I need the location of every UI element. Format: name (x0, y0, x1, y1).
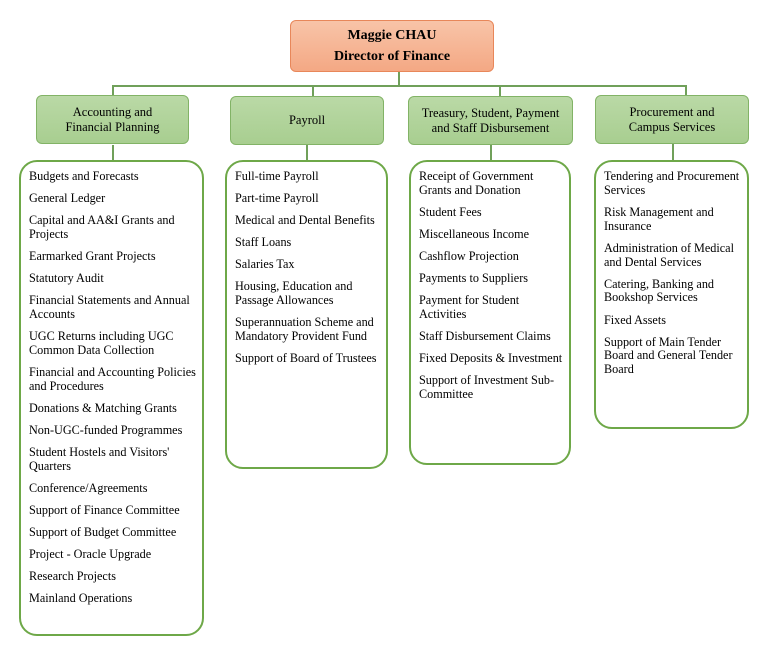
connector-dept-2 (312, 85, 314, 96)
responsibility-item: Superannuation Scheme and Mandatory Prov… (235, 315, 374, 344)
panel-treasury: Receipt of Government Grants and Donatio… (409, 160, 571, 465)
responsibility-item: Catering, Banking and Bookshop Services (604, 276, 715, 305)
responsibility-item: Budgets and Forecasts (29, 169, 139, 183)
responsibility-item: UGC Returns including UGC Common Data Co… (29, 329, 174, 357)
responsibility-item: Capital and AA&I Grants and Projects (29, 213, 175, 241)
responsibility-item: Payments to Suppliers (419, 271, 529, 286)
dept-payroll: Payroll (230, 96, 384, 145)
dept-treasury: Treasury, Student, Payment and Staff Dis… (408, 96, 573, 145)
responsibility-item: Tendering and Procurement Services (604, 169, 740, 197)
dept-label: Treasury, Student, Payment and Staff Dis… (421, 105, 560, 135)
responsibility-item: Student Fees (419, 204, 482, 219)
connector-panel-3 (490, 145, 492, 161)
responsibility-item: General Ledger (29, 191, 106, 206)
responsibility-item: Fixed Deposits & Investment (419, 351, 563, 366)
responsibility-item: Staff Disbursement Claims (419, 329, 551, 344)
responsibility-item: Salaries Tax (235, 257, 295, 272)
director-name: Maggie CHAU (347, 28, 437, 43)
responsibility-item: Part-time Payroll (235, 191, 319, 206)
responsibility-item: Support of Board of Trustees (235, 351, 377, 366)
responsibility-item: Student Hostels and Visitors' Quarters (29, 445, 170, 473)
responsibility-item: Project - Oracle Upgrade (29, 547, 152, 562)
dept-label: Procurement and Campus Services (628, 104, 716, 134)
responsibility-list: Receipt of Government Grants and Donatio… (419, 169, 563, 402)
responsibility-item: Non-UGC-funded Programmes (29, 423, 183, 438)
responsibility-item: Statutory Audit (29, 271, 104, 286)
dept-procurement: Procurement and Campus Services (595, 95, 749, 144)
responsibility-item: Administration of Medical and Dental Ser… (604, 240, 734, 269)
connector-dept-1 (112, 85, 114, 96)
connector-panel-2 (306, 145, 308, 161)
responsibility-item: Staff Loans (235, 235, 292, 250)
responsibility-item: Earmarked Grant Projects (29, 249, 156, 264)
responsibility-item: Research Projects (29, 569, 116, 584)
dept-label: Payroll (288, 113, 326, 127)
connector-head-down (398, 72, 400, 86)
responsibility-item: Support of Finance Committee (29, 503, 180, 518)
responsibility-item: Donations & Matching Grants (29, 400, 177, 415)
responsibility-item: Risk Management and Insurance (604, 204, 714, 233)
connector-panel-4 (672, 144, 674, 161)
responsibility-item: Conference/Agreements (29, 481, 148, 496)
connector-panel-1 (112, 145, 114, 161)
director-box: Maggie CHAU Director of Finance (290, 20, 494, 72)
connector-dept-4 (685, 85, 687, 95)
responsibility-item: Financial and Accounting Policies and Pr… (29, 365, 196, 393)
responsibility-item: Support of Budget Committee (29, 525, 177, 540)
responsibility-item: Receipt of Government Grants and Donatio… (419, 169, 534, 197)
director-title: Director of Finance (333, 49, 451, 64)
responsibility-item: Financial Statements and Annual Accounts (29, 293, 190, 322)
responsibility-item: Miscellaneous Income (419, 226, 529, 241)
dept-label: Accounting and Financial Planning (65, 104, 160, 134)
responsibility-item: Support of Main Tender Board and General… (604, 334, 733, 377)
responsibility-item: Cashflow Projection (419, 249, 519, 264)
connector-horizontal (112, 85, 686, 87)
responsibility-item: Full-time Payroll (235, 169, 319, 183)
dept-accounting: Accounting and Financial Planning (36, 95, 189, 144)
connector-dept-3 (499, 85, 501, 96)
responsibility-item: Medical and Dental Benefits (235, 213, 375, 228)
responsibility-item: Housing, Education and Passage Allowance… (235, 279, 353, 308)
responsibility-item: Support of Investment Sub-Committee (419, 373, 555, 402)
responsibility-item: Payment for Student Activities (419, 293, 520, 322)
responsibility-item: Fixed Assets (604, 312, 666, 327)
responsibility-item: Mainland Operations (29, 591, 133, 606)
